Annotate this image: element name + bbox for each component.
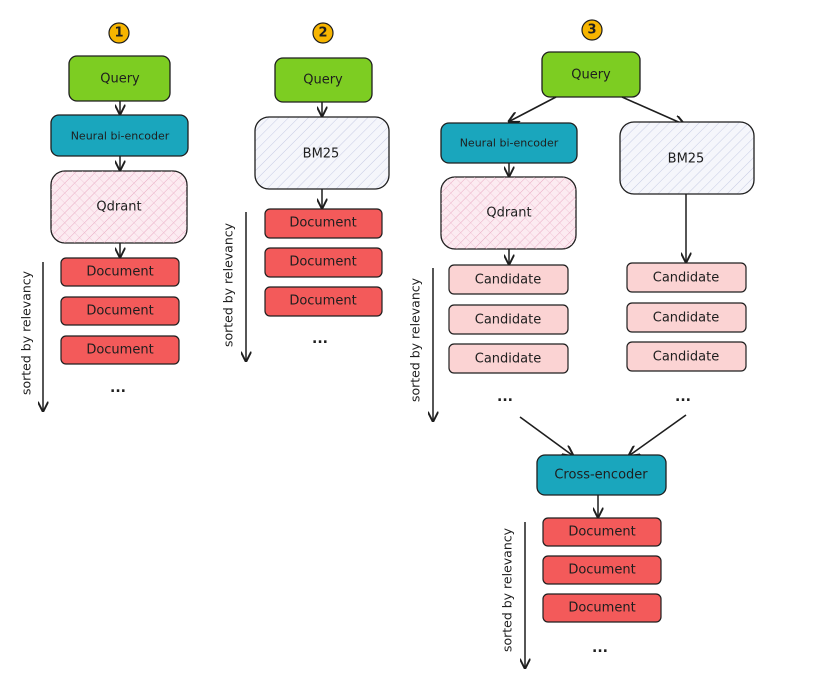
svg-text:Query: Query bbox=[571, 68, 611, 83]
document-card: Document bbox=[60, 257, 180, 287]
document-card: Document bbox=[264, 286, 383, 317]
qdrant-box: Qdrant bbox=[440, 176, 577, 250]
badge-1: 1 bbox=[108, 22, 130, 44]
document-card: Document bbox=[264, 208, 383, 239]
candidate-card: Candidate bbox=[448, 264, 569, 295]
svg-text:2: 2 bbox=[318, 26, 327, 41]
arrow bbox=[519, 416, 572, 455]
svg-text:Document: Document bbox=[289, 255, 356, 270]
svg-text:Candidate: Candidate bbox=[475, 273, 541, 288]
bi-encoder-box: Neural bi-encoder bbox=[50, 114, 189, 157]
query-box: Query bbox=[68, 55, 171, 102]
more-candidates: ... bbox=[675, 389, 691, 405]
arrow bbox=[621, 96, 683, 124]
svg-text:Neural bi-encoder: Neural bi-encoder bbox=[460, 137, 559, 150]
candidate-card: Candidate bbox=[626, 302, 747, 333]
relevancy-axis: sorted by relevancy bbox=[19, 262, 44, 410]
svg-text:Qdrant: Qdrant bbox=[486, 206, 531, 221]
candidate-card: Candidate bbox=[448, 304, 569, 335]
panel-3: 3 Query Neural bi-encoder Qdrant BM25 Ca… bbox=[408, 19, 755, 667]
candidate-card: Candidate bbox=[626, 341, 747, 372]
badge-3: 3 bbox=[581, 19, 603, 41]
candidate-card: Candidate bbox=[448, 343, 569, 374]
svg-text:BM25: BM25 bbox=[668, 152, 705, 167]
svg-text:Candidate: Candidate bbox=[653, 350, 719, 365]
query-box: Query bbox=[541, 51, 641, 98]
document-card: Document bbox=[60, 335, 180, 365]
svg-text:Candidate: Candidate bbox=[653, 271, 719, 286]
svg-text:Candidate: Candidate bbox=[475, 313, 541, 328]
svg-text:Document: Document bbox=[568, 525, 635, 540]
svg-text:3: 3 bbox=[587, 23, 596, 38]
document-card: Document bbox=[542, 555, 662, 585]
svg-text:Document: Document bbox=[289, 294, 356, 309]
panel-2: 2 Query BM25 Document Document Document … bbox=[221, 22, 390, 360]
bm25-box: BM25 bbox=[254, 116, 390, 190]
more-candidates: ... bbox=[497, 389, 513, 405]
svg-text:1: 1 bbox=[114, 26, 123, 41]
qdrant-box: Qdrant bbox=[50, 170, 188, 244]
svg-text:Neural bi-encoder: Neural bi-encoder bbox=[71, 130, 170, 143]
svg-text:Query: Query bbox=[100, 72, 140, 87]
relevancy-axis: sorted by relevancy bbox=[500, 522, 526, 667]
svg-text:Document: Document bbox=[568, 563, 635, 578]
candidate-card: Candidate bbox=[626, 262, 747, 293]
arrow bbox=[510, 96, 557, 121]
query-box: Query bbox=[274, 57, 373, 103]
svg-text:sorted by relevancy: sorted by relevancy bbox=[408, 277, 423, 402]
svg-text:sorted by relevancy: sorted by relevancy bbox=[500, 527, 515, 652]
svg-text:BM25: BM25 bbox=[303, 147, 340, 162]
bm25-box: BM25 bbox=[619, 121, 755, 195]
arrow bbox=[630, 414, 687, 455]
relevancy-axis: sorted by relevancy bbox=[408, 268, 434, 420]
svg-text:Query: Query bbox=[303, 73, 343, 88]
cross-encoder-box: Cross-encoder bbox=[536, 454, 667, 496]
document-card: Document bbox=[60, 296, 180, 326]
svg-text:Document: Document bbox=[86, 304, 153, 319]
bi-encoder-box: Neural bi-encoder bbox=[440, 122, 578, 164]
badge-2: 2 bbox=[312, 22, 334, 44]
more-results: ... bbox=[312, 331, 328, 347]
document-card: Document bbox=[542, 593, 662, 623]
svg-text:sorted by relevancy: sorted by relevancy bbox=[19, 270, 34, 395]
panel-1: 1 Query Neural bi-encoder Qdrant Documen… bbox=[19, 22, 189, 410]
svg-text:Candidate: Candidate bbox=[475, 352, 541, 367]
more-results: ... bbox=[110, 380, 126, 396]
svg-text:Document: Document bbox=[86, 343, 153, 358]
svg-text:Qdrant: Qdrant bbox=[96, 200, 141, 215]
svg-text:Candidate: Candidate bbox=[653, 311, 719, 326]
document-card: Document bbox=[264, 247, 383, 278]
svg-text:Cross-encoder: Cross-encoder bbox=[554, 468, 648, 483]
document-card: Document bbox=[542, 517, 662, 547]
more-results: ... bbox=[592, 640, 608, 656]
svg-text:Document: Document bbox=[86, 265, 153, 280]
relevancy-axis: sorted by relevancy bbox=[221, 212, 247, 360]
svg-text:Document: Document bbox=[568, 601, 635, 616]
svg-text:Document: Document bbox=[289, 216, 356, 231]
svg-text:sorted by relevancy: sorted by relevancy bbox=[221, 222, 236, 347]
